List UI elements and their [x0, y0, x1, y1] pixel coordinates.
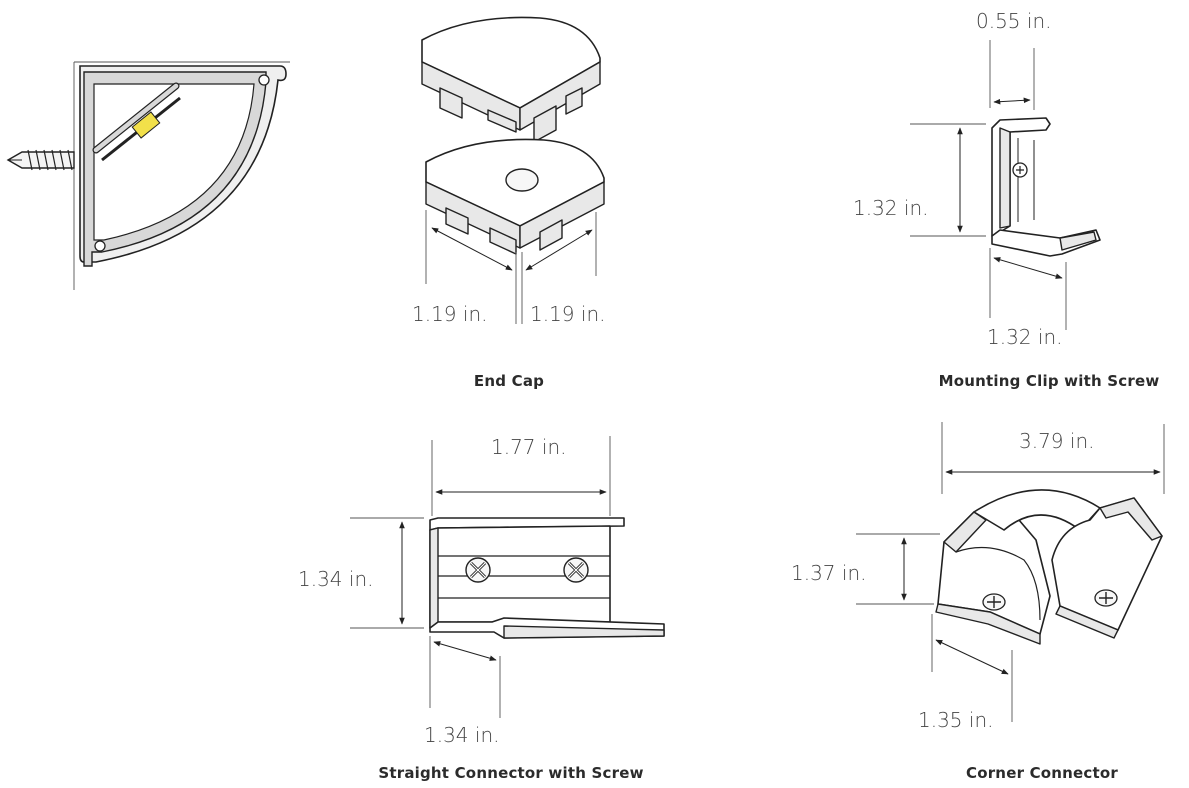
mounting-clip-drawing	[910, 40, 1101, 330]
end-cap-drawing	[421, 16, 605, 324]
screw-head-icon	[563, 557, 589, 583]
dim-clip-height: 1.32 in.	[853, 196, 928, 220]
straight-connector-drawing	[350, 436, 665, 718]
dim-corner-width: 3.79 in.	[1019, 429, 1094, 453]
caption-end-cap: End Cap	[474, 372, 544, 390]
dim-straight-height: 1.34 in.	[298, 567, 373, 591]
dim-straight-width: 1.77 in.	[491, 435, 566, 459]
dim-clip-top: 0.55 in.	[976, 9, 1051, 33]
screw-head-icon	[465, 557, 491, 583]
dim-clip-depth: 1.32 in.	[987, 325, 1062, 349]
dim-end-cap-left: 1.19 in.	[412, 302, 487, 326]
screw-head-icon	[982, 593, 1006, 611]
screw-icon	[6, 149, 75, 171]
dim-corner-depth: 1.35 in.	[918, 708, 993, 732]
corner-connector-drawing	[856, 422, 1165, 722]
caption-straight-connector: Straight Connector with Screw	[378, 764, 643, 782]
caption-corner-connector: Corner Connector	[966, 764, 1118, 782]
caption-mounting-clip: Mounting Clip with Screw	[939, 372, 1160, 390]
dim-end-cap-right: 1.19 in.	[530, 302, 605, 326]
screw-head-icon	[1094, 589, 1118, 607]
led-strip	[131, 111, 161, 139]
profile-cross-section	[6, 61, 290, 290]
dim-corner-height: 1.37 in.	[791, 561, 866, 585]
dim-straight-depth: 1.34 in.	[424, 723, 499, 747]
